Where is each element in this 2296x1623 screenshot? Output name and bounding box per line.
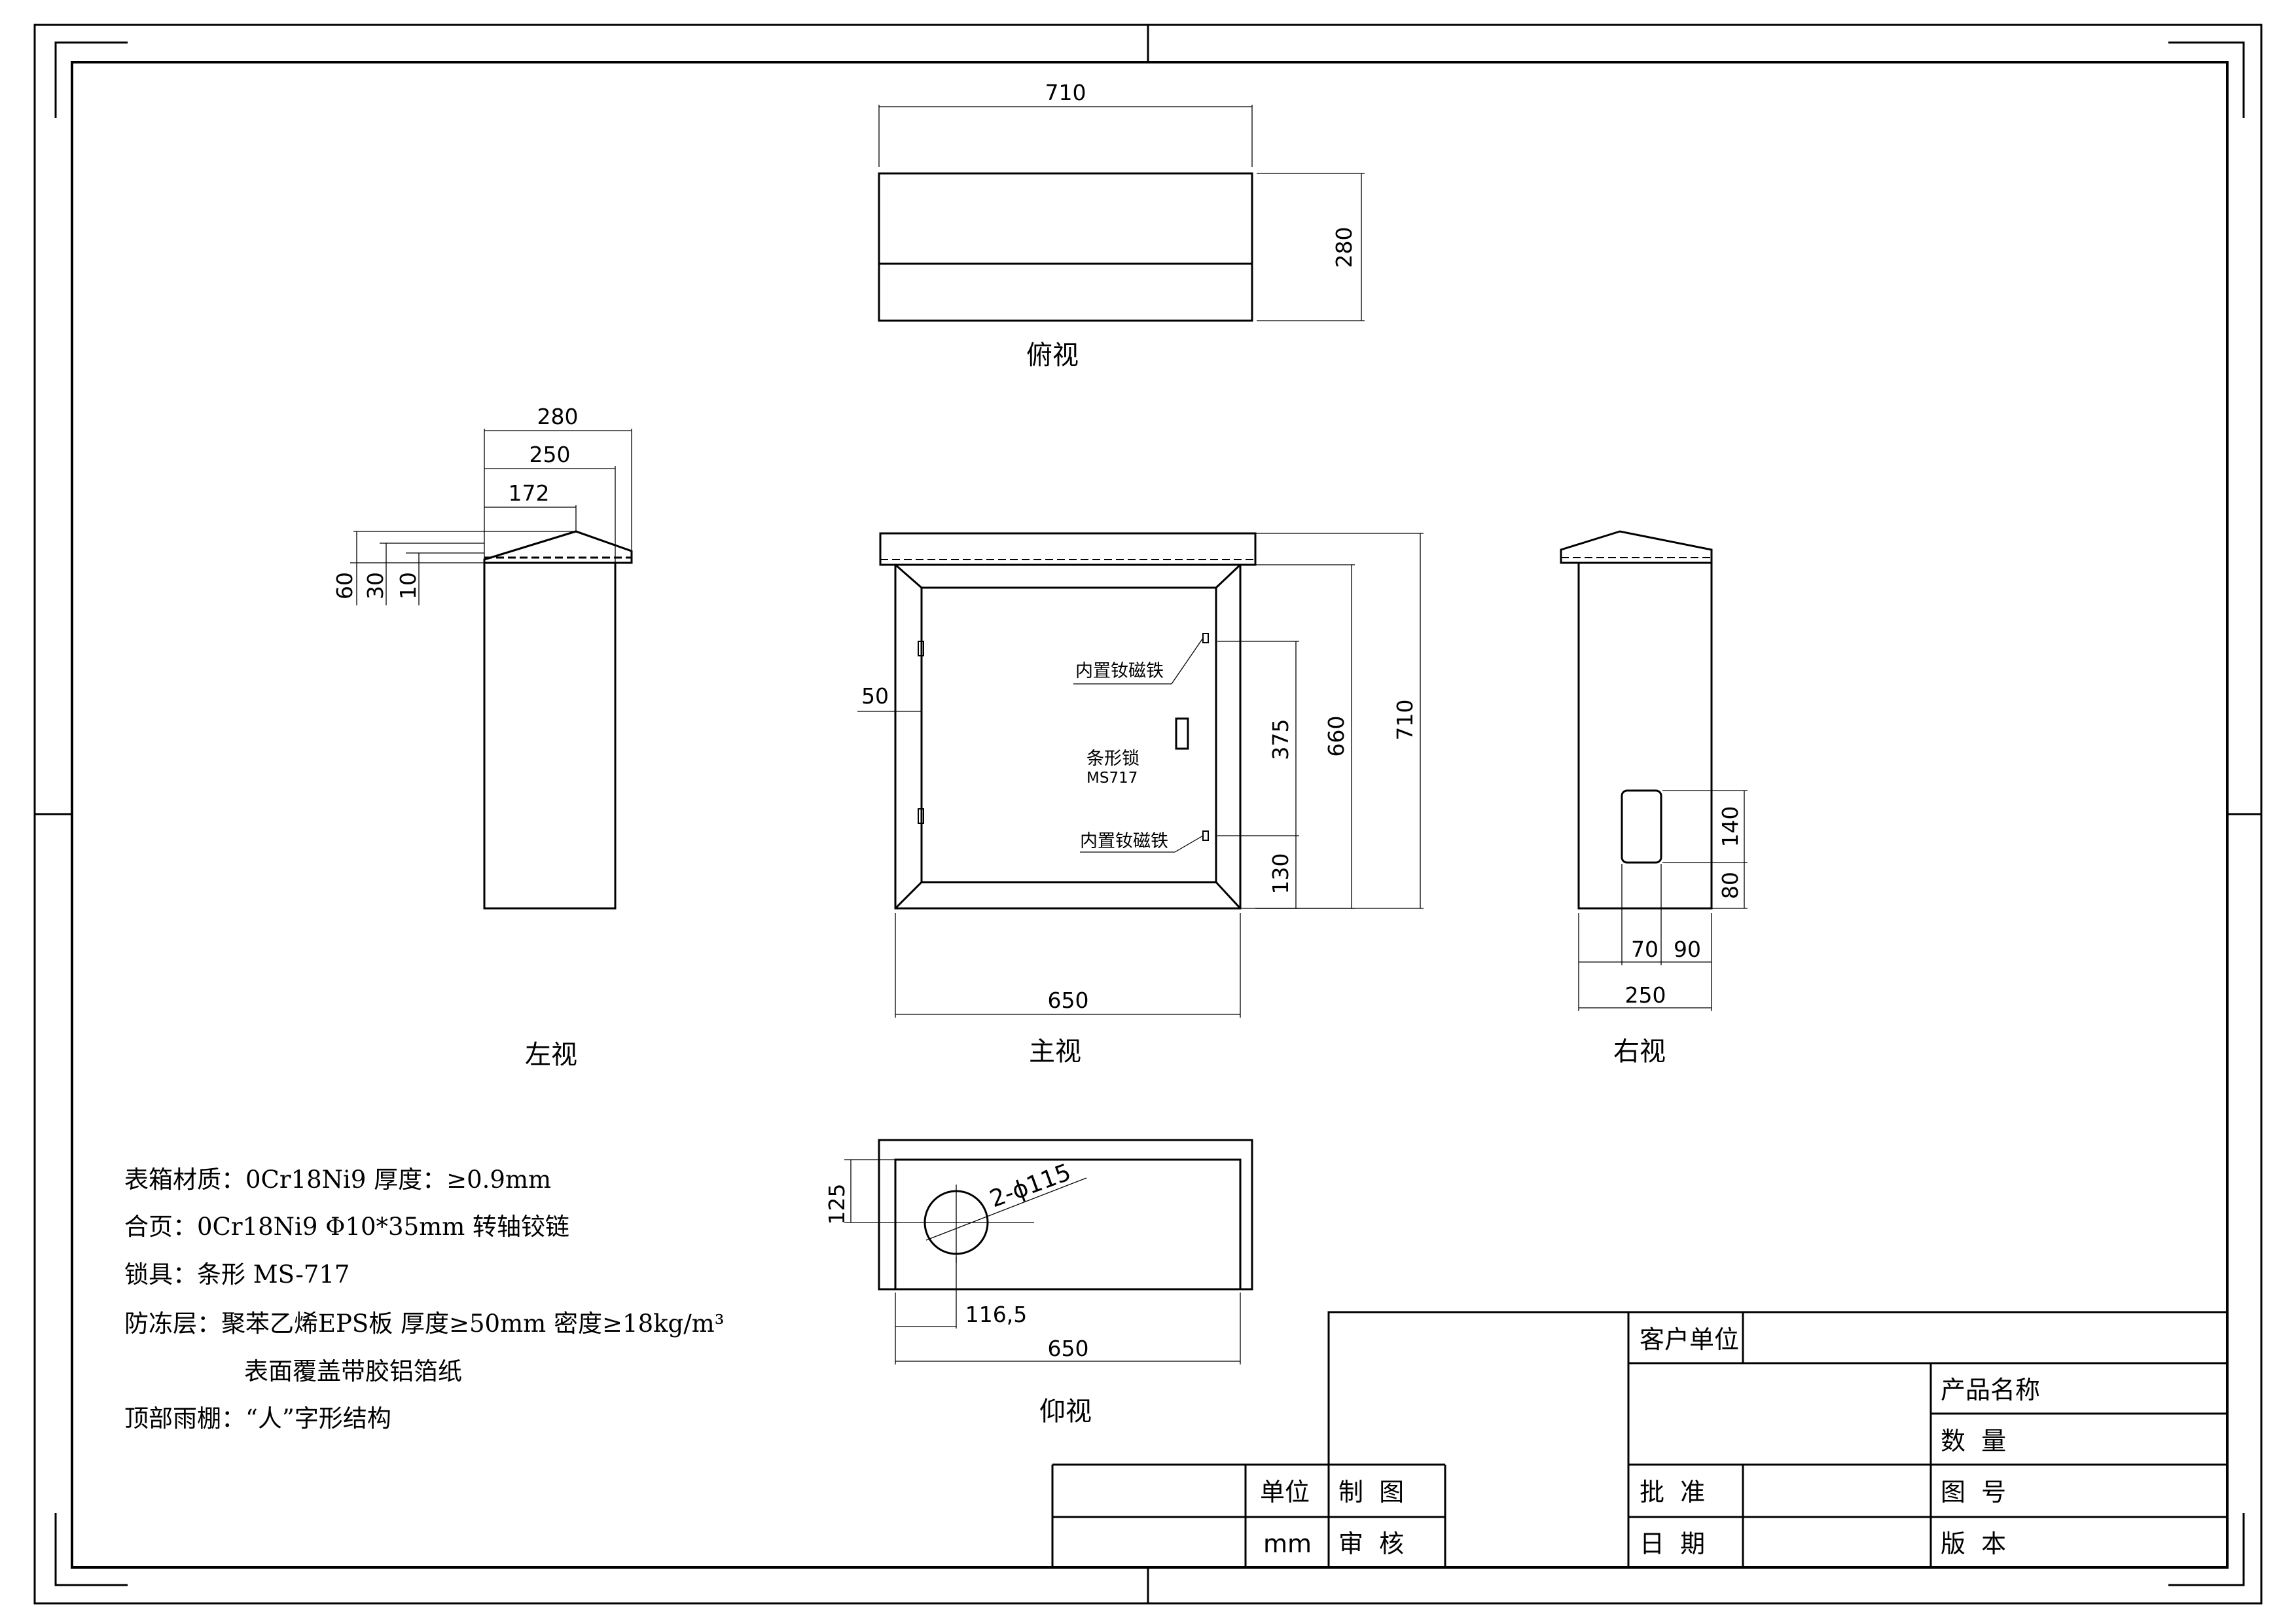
strip-lock-icon bbox=[1175, 717, 1189, 750]
left-view: 280 250 172 60 30 10 左视 bbox=[332, 404, 633, 1070]
magnet-top-label: 内置钕磁铁 bbox=[1075, 661, 1164, 681]
note-lock: 锁具：条形 MS-717 bbox=[124, 1260, 350, 1289]
left-d250-dim: 250 bbox=[529, 442, 571, 467]
tb-drawn: 制 图 bbox=[1338, 1478, 1404, 1507]
note-material: 表箱材质：0Cr18Ni9 厚度：≥0.9mm bbox=[124, 1166, 551, 1194]
front-d375-dim: 375 bbox=[1268, 719, 1293, 760]
left-d280-dim: 280 bbox=[537, 404, 579, 429]
bottom-d125-dim: 125 bbox=[824, 1184, 850, 1225]
right-view-label: 右视 bbox=[1613, 1037, 1666, 1067]
left-h30-dim: 30 bbox=[363, 572, 388, 599]
right-d70-dim: 70 bbox=[1631, 936, 1659, 962]
magnet-bottom-label: 内置钕磁铁 bbox=[1080, 831, 1168, 851]
top-view-label: 俯视 bbox=[1026, 340, 1079, 370]
top-depth-dim: 280 bbox=[1331, 227, 1357, 268]
right-view: 140 80 70 90 250 右视 bbox=[1560, 530, 1748, 1067]
window-cutout bbox=[1621, 789, 1662, 864]
bottom-d1165-dim: 116,5 bbox=[965, 1302, 1027, 1327]
left-h60-dim: 60 bbox=[332, 572, 357, 599]
left-d172-dim: 172 bbox=[509, 480, 550, 506]
tb-product-name: 产品名称 bbox=[1941, 1376, 2040, 1404]
lock-label-line1: 条形锁 bbox=[1086, 749, 1139, 769]
title-block: 客户单位 产品名称 数 量 图 号 版 本 批 准 日 期 单位 mm 制 图 … bbox=[1051, 1311, 2229, 1569]
top-width-dim: 710 bbox=[1045, 80, 1086, 105]
technical-notes: 表箱材质：0Cr18Ni9 厚度：≥0.9mm 合页：0Cr18Ni9 Φ10*… bbox=[124, 1166, 725, 1433]
bottom-view: 125 2-ϕ115 116,5 650 仰视 bbox=[824, 1139, 1253, 1427]
tb-approved: 批 准 bbox=[1640, 1478, 1705, 1507]
tb-checked: 审 核 bbox=[1338, 1529, 1404, 1558]
inner-border bbox=[71, 61, 2229, 1569]
bottom-d650-dim: 650 bbox=[1048, 1336, 1089, 1361]
tb-unit-value: mm bbox=[1263, 1529, 1312, 1558]
right-d80-dim: 80 bbox=[1717, 872, 1743, 899]
note-insulation: 防冻层：聚苯乙烯EPS板 厚度≥50mm 密度≥18kg/m³ bbox=[124, 1310, 725, 1338]
left-view-label: 左视 bbox=[525, 1040, 577, 1070]
lock-label-line2: MS717 bbox=[1086, 770, 1138, 787]
tb-customer: 客户单位 bbox=[1640, 1325, 1739, 1354]
front-view: 50 内置钕磁铁 条形锁 MS717 内置钕磁铁 375 130 660 710… bbox=[857, 532, 1424, 1067]
tb-unit: 单位 bbox=[1260, 1478, 1310, 1507]
front-d660-dim: 660 bbox=[1323, 716, 1349, 757]
tb-drawing-no: 图 号 bbox=[1941, 1478, 2006, 1507]
front-d50-dim: 50 bbox=[861, 683, 889, 709]
front-d130-dim: 130 bbox=[1268, 853, 1293, 895]
top-view: 710 280 俯视 bbox=[878, 80, 1365, 370]
front-d650-dim: 650 bbox=[1048, 988, 1089, 1013]
note-foil: 表面覆盖带胶铝箔纸 bbox=[244, 1357, 462, 1385]
right-d140-dim: 140 bbox=[1717, 806, 1743, 847]
front-view-label: 主视 bbox=[1029, 1037, 1081, 1067]
tb-version: 版 本 bbox=[1941, 1529, 2006, 1558]
tb-quantity: 数 量 bbox=[1941, 1427, 2006, 1455]
right-d90-dim: 90 bbox=[1674, 936, 1701, 962]
note-hinge: 合页：0Cr18Ni9 Φ10*35mm 转轴铰链 bbox=[124, 1213, 569, 1241]
left-h10-dim: 10 bbox=[395, 572, 421, 599]
right-d250-dim: 250 bbox=[1625, 982, 1666, 1008]
note-canopy: 顶部雨棚：“人”字形结构 bbox=[124, 1404, 391, 1433]
bottom-view-label: 仰视 bbox=[1039, 1397, 1092, 1427]
tb-date: 日 期 bbox=[1640, 1529, 1705, 1558]
hole-callout: 2-ϕ115 bbox=[986, 1159, 1075, 1213]
centering-marks bbox=[35, 25, 2261, 1603]
front-d710-dim: 710 bbox=[1392, 700, 1418, 741]
